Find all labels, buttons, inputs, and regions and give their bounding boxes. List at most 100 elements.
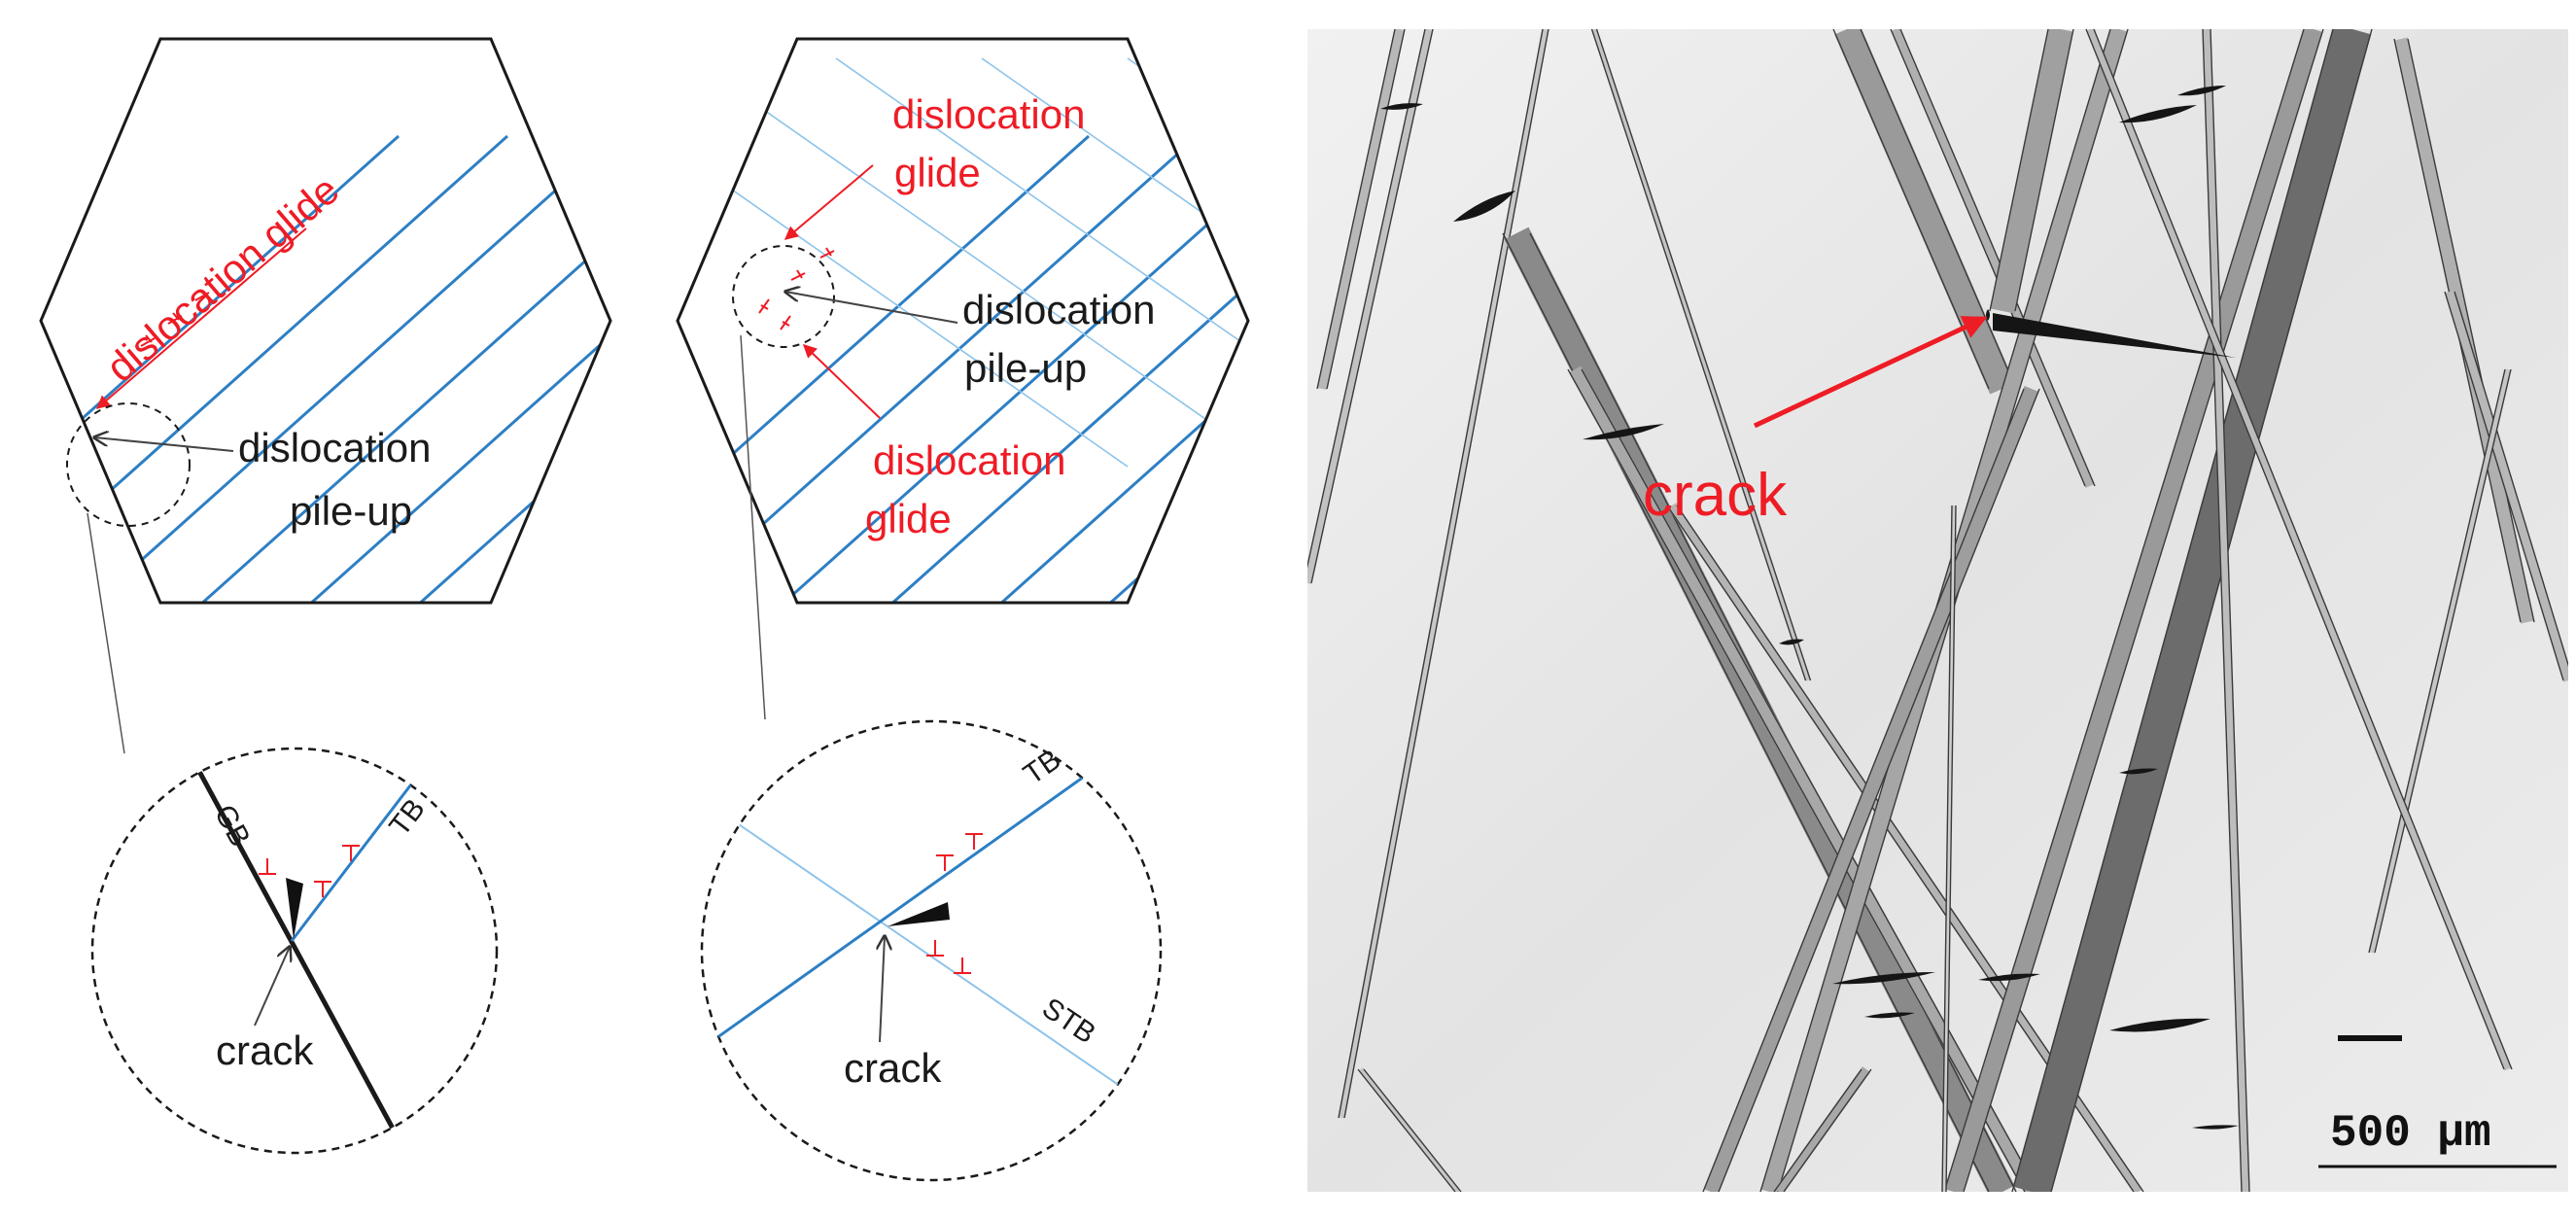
twin-boundary-line <box>71 134 610 603</box>
twin-band-edge <box>2210 29 2250 1192</box>
glide-arrow <box>95 227 307 409</box>
twin-band <box>2086 29 2512 1071</box>
twin-band <box>1703 386 2039 1192</box>
zoom-connector <box>87 512 125 754</box>
crack-label: crack <box>216 1027 314 1073</box>
grain-boundary-line <box>168 749 426 1153</box>
crack-label: crack <box>1643 462 1788 529</box>
twin-band-edge <box>1590 29 1807 681</box>
twin-band-edge <box>1581 368 2039 1192</box>
twin-boundary-line <box>834 136 1378 622</box>
twin-band <box>1774 1066 1871 1192</box>
crack-pointer <box>254 947 290 1027</box>
twin-bands <box>1307 29 2568 1192</box>
secondary-twin-line <box>678 57 1129 468</box>
twin-boundary-line <box>290 749 488 942</box>
crack-wedge <box>286 878 303 939</box>
twin-band-edge <box>1310 29 1434 584</box>
twin-band-edge <box>1595 29 1812 681</box>
twin-band-edge <box>2050 29 2373 1192</box>
twin-boundary-line <box>870 134 1248 603</box>
crack-wedge <box>888 902 950 926</box>
twin-band <box>1990 29 2073 314</box>
twin-band-edge <box>1326 29 1406 390</box>
twin-boundary-line <box>398 134 610 603</box>
glide-label: dislocation glide <box>97 166 347 391</box>
twin-band <box>1591 29 1811 681</box>
secondary-twin-line <box>835 57 1248 468</box>
twin-boundary-line <box>180 134 610 603</box>
twin-band-edge <box>2085 29 2505 1070</box>
twin-band-edge <box>2202 29 2243 1192</box>
zoom-connector <box>740 334 766 720</box>
dislocation-symbols <box>758 247 835 331</box>
twin-band-edge <box>1316 29 1396 390</box>
twin-band-edge <box>2093 29 2513 1070</box>
zoom-view-b: TB STB crack <box>700 719 1163 1182</box>
twin-boundary-line <box>41 134 508 603</box>
twin-band-edge <box>2374 368 2512 954</box>
zoom-view-a: GB TB crack <box>90 747 499 1155</box>
twin-band <box>1942 505 1956 1192</box>
grain-hexagon-outline <box>39 37 612 605</box>
twin-boundary-line <box>41 134 400 603</box>
twin-band-edge <box>2407 38 2535 623</box>
twin-band <box>1891 29 2095 488</box>
twin-band-edge <box>1363 1068 1462 1192</box>
pileup-label-line1: dislocation <box>962 287 1155 332</box>
twin-band-edge <box>1357 1068 1456 1192</box>
dislocation-symbols <box>926 833 983 974</box>
twin-band-edge <box>1963 29 2324 1192</box>
twin-band-edge <box>2011 29 2334 1192</box>
twin-band <box>1568 366 2038 1192</box>
pileup-label-line1: dislocation <box>238 425 431 470</box>
twin-band-edge <box>1941 505 1953 1192</box>
glide-arrow-top <box>783 164 874 240</box>
panel-b-twin-intersection-crack: dislocation glide dislocation pile-up di… <box>676 37 1250 1182</box>
twin-band-edge <box>1899 29 2096 487</box>
secondary-twin-line <box>981 57 1248 468</box>
glide-top-line1: dislocation <box>892 91 1085 137</box>
glide-bottom-line1: dislocation <box>873 437 1065 483</box>
twin-boundary-line <box>678 134 1199 603</box>
twin-band-edge <box>2444 291 2564 681</box>
glide-arrow-bottom <box>802 344 881 419</box>
twin-band <box>1358 1067 1461 1192</box>
twin-band-edge <box>1343 29 1549 1119</box>
twin-band-edge <box>1718 388 2040 1192</box>
twin-band <box>2012 29 2372 1192</box>
pileup-pointer <box>94 437 234 452</box>
twin-band <box>1307 29 1433 584</box>
crack-label: crack <box>844 1045 942 1091</box>
twin-band-edge <box>2014 29 2074 312</box>
twin-band-edge <box>1783 1068 1872 1192</box>
secondary-twin-boundary-line <box>702 777 1161 1119</box>
pileup-label-line2: pile-up <box>290 488 412 534</box>
twin-band-edge <box>1890 29 2086 487</box>
twin-boundary-line <box>979 134 1248 603</box>
twin-boundary-line <box>289 134 610 603</box>
micrograph-photo: crack 500 μm <box>1307 29 2568 1192</box>
twin-boundary-line <box>678 134 1090 603</box>
pileup-label-line2: pile-up <box>964 345 1087 391</box>
pileup-pointer <box>785 292 958 324</box>
twin-band-edge <box>2368 368 2506 954</box>
dislocation-symbols <box>259 845 360 897</box>
twin-band <box>1317 29 1405 391</box>
twin-band-edge <box>1338 29 1544 1119</box>
twin-band <box>1339 29 1549 1119</box>
twin-band-edge <box>1989 29 2049 312</box>
twin-band-edge <box>1307 29 1426 570</box>
glide-top-line2: glide <box>894 150 981 195</box>
twin-band <box>2369 368 2511 954</box>
scale-bar: 500 μm <box>2318 1035 2557 1168</box>
twin-band <box>2445 290 2568 682</box>
twin-band-edge <box>1945 505 1957 1192</box>
twin-band-edge <box>1702 388 2025 1192</box>
glide-bottom-line2: glide <box>865 496 952 541</box>
twin-band-edge <box>2454 291 2568 668</box>
pileup-zoom-circle <box>66 402 191 527</box>
crack-pointer <box>880 936 885 1043</box>
twin-band-edge <box>1860 29 2017 390</box>
